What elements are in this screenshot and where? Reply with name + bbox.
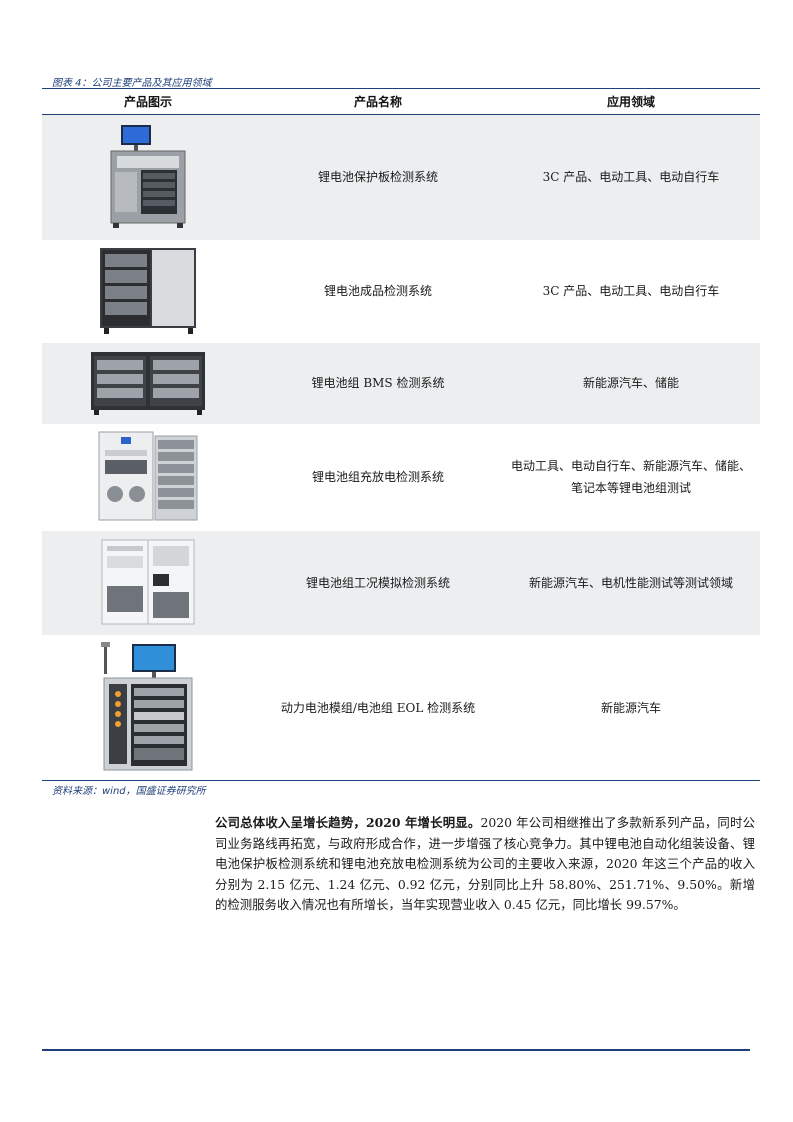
charge-discharge-tester-image [98, 431, 198, 521]
product-name: 锂电池组充放电检测系统 [254, 423, 502, 531]
table-row: 锂电池成品检测系统 3C 产品、电动工具、电动自行车 [42, 239, 760, 343]
application-field: 新能源汽车 [502, 634, 760, 781]
product-image-cell [42, 530, 254, 635]
footer-rule [42, 1049, 750, 1051]
product-image-cell [42, 239, 254, 343]
condition-simulation-tester-image [101, 539, 195, 624]
table-bottom-rule [42, 780, 760, 781]
product-name: 锂电池保护板检测系统 [254, 114, 502, 240]
product-name: 锂电池成品检测系统 [254, 239, 502, 343]
header-product-name: 产品名称 [254, 89, 502, 115]
body-paragraph: 公司总体收入呈增长趋势，2020 年增长明显。2020 年公司相继推出了多款新系… [215, 813, 755, 916]
table-row: 锂电池组工况模拟检测系统 新能源汽车、电机性能测试等测试领域 [42, 530, 760, 635]
table-row: 锂电池保护板检测系统 3C 产品、电动工具、电动自行车 [42, 114, 760, 240]
table-top-rule [42, 88, 760, 89]
product-name: 锂电池组工况模拟检测系统 [254, 530, 502, 635]
product-image-cell [42, 342, 254, 424]
table-row: 锂电池组 BMS 检测系统 新能源汽车、储能 [42, 342, 760, 424]
eol-tester-image [101, 641, 193, 770]
application-field-line: 电动工具、电动自行车、新能源汽车、储能、 [510, 459, 751, 473]
application-field: 3C 产品、电动工具、电动自行车 [502, 239, 760, 343]
application-field: 新能源汽车、储能 [502, 342, 760, 424]
source-note: 资料来源：wind，国盛证券研究所 [52, 786, 206, 797]
table-row: 锂电池组充放电检测系统 电动工具、电动自行车、新能源汽车、储能、 笔记本等锂电池… [42, 423, 760, 531]
application-field: 3C 产品、电动工具、电动自行车 [502, 114, 760, 240]
product-name: 锂电池组 BMS 检测系统 [254, 342, 502, 424]
bms-tester-image [91, 352, 205, 415]
finished-battery-tester-image [100, 248, 196, 334]
product-image-cell [42, 423, 254, 531]
product-name: 动力电池模组/电池组 EOL 检测系统 [254, 634, 502, 781]
table-row: 动力电池模组/电池组 EOL 检测系统 新能源汽车 [42, 634, 760, 781]
header-application-field: 应用领域 [502, 89, 760, 115]
protection-board-tester-image [110, 125, 186, 229]
figure-caption: 图表 4：公司主要产品及其应用领域 [52, 78, 212, 89]
header-product-image: 产品图示 [42, 89, 254, 115]
application-field-line: 笔记本等锂电池组测试 [570, 481, 691, 495]
product-table: 产品图示 产品名称 应用领域 [42, 89, 760, 781]
product-image-cell [42, 634, 254, 781]
product-image-cell [42, 114, 254, 240]
paragraph-lead: 公司总体收入呈增长趋势，2020 年增长明显。 [215, 815, 481, 830]
application-field: 新能源汽车、电机性能测试等测试领域 [502, 530, 760, 635]
paragraph-body: 2020 年公司相继推出了多款新系列产品，同时公司业务路线再拓宽，与政府形成合作… [215, 815, 755, 912]
table-header-row: 产品图示 产品名称 应用领域 [42, 89, 760, 115]
application-field-multiline: 电动工具、电动自行车、新能源汽车、储能、 笔记本等锂电池组测试 [502, 423, 760, 531]
